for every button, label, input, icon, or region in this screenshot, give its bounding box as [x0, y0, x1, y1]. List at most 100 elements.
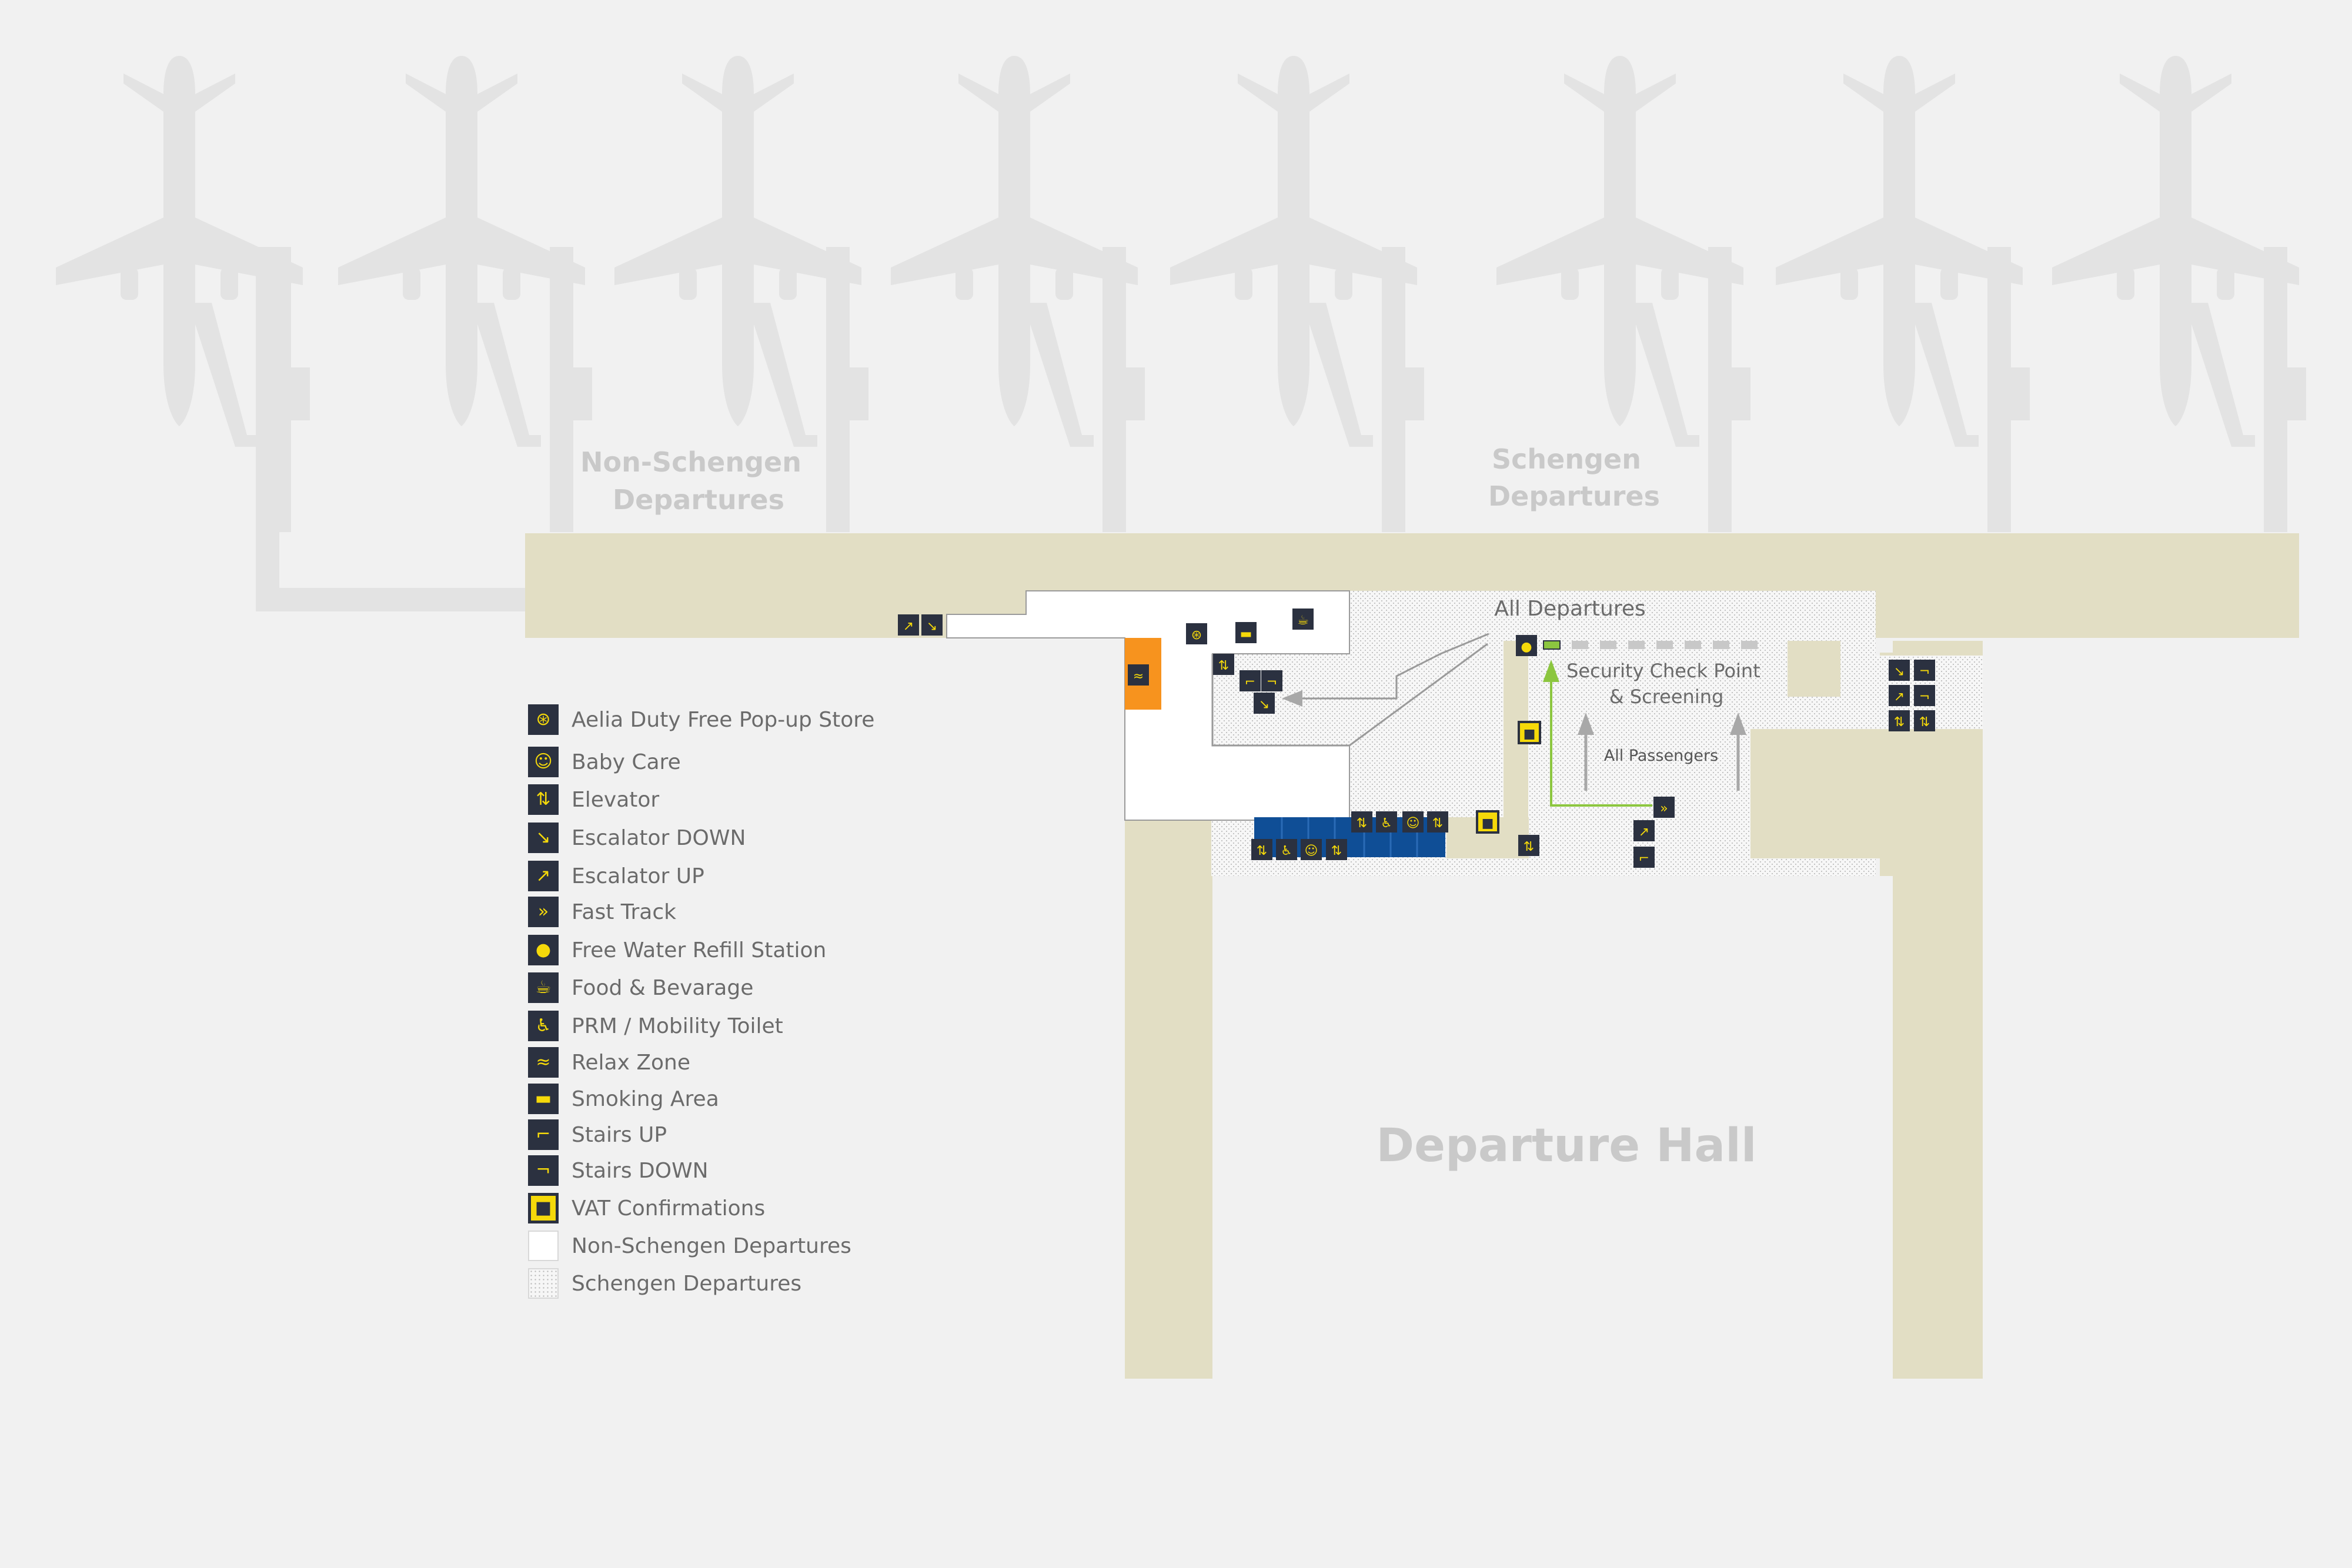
svg-text:↘: ↘: [927, 619, 937, 634]
svg-text:⌐: ⌐: [1245, 675, 1255, 690]
legend-label: Smoking Area: [572, 1086, 719, 1111]
stairs-down-icon: ¬: [1914, 685, 1935, 706]
stairs-up-icon: ⌐: [528, 1119, 559, 1150]
baby-care-icon: ☺: [1301, 839, 1322, 860]
aircraft-icon: [338, 56, 585, 426]
svg-text:●: ●: [1521, 640, 1532, 654]
jet-bridge-arm: [2184, 303, 2255, 447]
prm-toilet-icon: ♿: [1376, 811, 1397, 833]
svg-text:☺: ☺: [1406, 816, 1420, 831]
escalator-up-icon: ↗: [528, 861, 559, 891]
fast-track-icon: »: [1653, 797, 1675, 818]
legend-label: Food & Bevarage: [572, 975, 754, 1000]
jet-bridge-cab: [1114, 367, 1145, 420]
aircraft-icon: [614, 56, 861, 426]
all-passengers-label: All Passengers: [1604, 747, 1718, 765]
jet-bridge-cab: [1999, 367, 2030, 420]
svg-text:■: ■: [1524, 727, 1536, 741]
escalator-down-icon: ↘: [921, 614, 943, 636]
legend-item: ↘ Escalator DOWN: [528, 821, 746, 855]
svg-text:☺: ☺: [1305, 844, 1318, 858]
elevator-icon: ⇅: [1213, 654, 1234, 675]
svg-text:■: ■: [1482, 816, 1494, 831]
escalator-up-icon: ↗: [898, 614, 919, 636]
legend-item: ⊛ Aelia Duty Free Pop-up Store: [528, 703, 874, 737]
security-lanes: [1543, 640, 1758, 650]
elevator-icon: ⇅: [1326, 839, 1347, 860]
svg-text:¬: ¬: [1267, 675, 1277, 690]
jet-bridge-cab: [1394, 367, 1424, 420]
elevator-icon: ⇅: [528, 784, 559, 815]
relax-zone-icon: ≈: [528, 1047, 559, 1078]
escalator-up-icon: ↗: [1889, 685, 1910, 706]
route-line: [1288, 633, 1489, 700]
elevator-icon: ⇅: [1251, 839, 1272, 860]
jet-bridge-arm: [747, 303, 817, 447]
all-passengers-arrows: [1578, 713, 1746, 791]
departure-hall-label: Departure Hall: [1376, 1119, 1756, 1172]
elevator-icon: ⇅: [1518, 835, 1539, 856]
all-departures-label: All Departures: [1494, 597, 1646, 621]
svg-text:⇅: ⇅: [1218, 658, 1229, 673]
vat-icon: ■: [1476, 810, 1499, 834]
jet-bridge-arm: [470, 303, 541, 447]
legend-item: ☺ Baby Care: [528, 745, 681, 779]
svg-text:♿: ♿: [1281, 844, 1292, 858]
escalator-down-icon: ↘: [1254, 693, 1275, 714]
legend-label: PRM / Mobility Toilet: [572, 1014, 783, 1038]
prm-toilet-icon: ♿: [1276, 839, 1297, 860]
departure-hall: [1212, 876, 1893, 1379]
non-schengen-label: Non-Schengen Departures: [580, 446, 811, 516]
legend-label: Elevator: [572, 787, 660, 812]
legend-item: ■ VAT Confirmations: [528, 1191, 765, 1225]
svg-text:☕: ☕: [1297, 613, 1309, 628]
schengen-label: Schengen Departures: [1488, 443, 1660, 512]
map-icons: ↗↘⊛▬☕≈⇅⌐¬↘●■⇅♿☺⇅⇅♿☺⇅■⇅»↗⌐↘¬↗¬⇅⇅: [898, 609, 1935, 868]
legend-label: Escalator DOWN: [572, 825, 746, 850]
legend-item: ↗ Escalator UP: [528, 859, 704, 893]
jet-bridge-cab: [838, 367, 868, 420]
svg-text:♿: ♿: [1381, 816, 1392, 831]
svg-text:¬: ¬: [1919, 664, 1930, 679]
svg-text:»: »: [1660, 801, 1668, 816]
elevator-icon: ⇅: [1914, 710, 1935, 731]
svg-text:↘: ↘: [1259, 697, 1269, 712]
legend-item: ▬ Smoking Area: [528, 1082, 719, 1116]
svg-text:⇅: ⇅: [1331, 844, 1342, 858]
svg-text:⌐: ⌐: [1639, 851, 1649, 866]
legend-label: Schengen Departures: [572, 1271, 802, 1296]
legend-item: ☕ Food & Bevarage: [528, 971, 753, 1005]
legend-label: Relax Zone: [572, 1050, 691, 1075]
legend-item: Non-Schengen Departures: [528, 1229, 851, 1263]
legend-item: ⇅ Elevator: [528, 783, 659, 817]
food-beverage-icon: ☕: [528, 972, 559, 1003]
connector-bridge: [256, 247, 525, 611]
jet-bridge-arm: [1302, 303, 1373, 447]
svg-text:↗: ↗: [1639, 825, 1649, 840]
svg-text:¬: ¬: [1919, 690, 1930, 704]
jet-bridge-cab: [1720, 367, 1750, 420]
svg-text:↗: ↗: [1894, 690, 1905, 704]
service-blocks: [1446, 641, 1883, 858]
legend-label: Fast Track: [572, 900, 676, 924]
legend-item: ≈ Relax Zone: [528, 1045, 690, 1079]
jet-bridge-arm: [188, 303, 259, 447]
jet-bridge-cab: [2276, 367, 2306, 420]
prm-toilet-icon: ♿: [528, 1011, 559, 1041]
svg-text:≈: ≈: [1133, 669, 1144, 684]
svg-text:⇅: ⇅: [1919, 715, 1930, 730]
svg-text:⇅: ⇅: [1432, 816, 1443, 831]
baby-care-icon: ☺: [1402, 811, 1424, 833]
stairs-down-icon: ¬: [1914, 660, 1935, 681]
escalator-up-icon: ↗: [1633, 820, 1655, 841]
vat-icon: ■: [1518, 721, 1541, 744]
legend-item: » Fast Track: [528, 895, 676, 929]
svg-text:⇅: ⇅: [1357, 816, 1367, 831]
stairs-down-icon: ¬: [1261, 670, 1282, 691]
jet-bridge-cab: [279, 367, 310, 420]
elevator-icon: ⇅: [1889, 710, 1910, 731]
legend-label: Free Water Refill Station: [572, 938, 827, 962]
legend-item: ⌐ Stairs UP: [528, 1118, 667, 1152]
water-refill-icon: ●: [528, 935, 559, 965]
